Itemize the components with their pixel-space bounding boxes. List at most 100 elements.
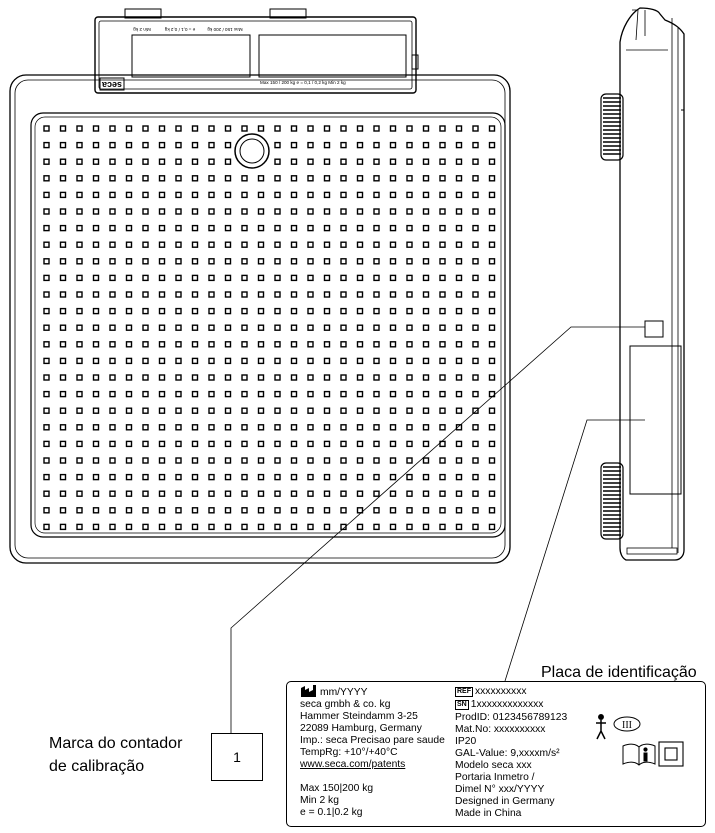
grip-square xyxy=(257,424,265,431)
grip-square xyxy=(224,390,232,398)
grip-square xyxy=(340,258,347,265)
applied-part-icon xyxy=(596,714,606,740)
grip-square xyxy=(274,341,281,348)
grip-square xyxy=(257,224,265,232)
grip-square xyxy=(356,374,364,381)
grip-square xyxy=(175,141,182,149)
grip-square xyxy=(175,258,182,265)
grip-square xyxy=(92,357,100,365)
grip-square xyxy=(43,490,50,497)
grip-square xyxy=(356,357,364,365)
grip-square xyxy=(208,125,215,132)
grip-square xyxy=(455,191,463,199)
grip-square xyxy=(422,407,430,414)
grip-square xyxy=(356,440,364,448)
grip-square xyxy=(142,457,149,464)
grip-square xyxy=(191,141,199,149)
grip-square xyxy=(488,357,496,365)
grip-square xyxy=(175,374,182,381)
grip-square xyxy=(43,440,50,448)
grip-square xyxy=(175,357,182,365)
grip-square xyxy=(455,125,463,132)
grip-square xyxy=(224,324,232,331)
grip-square xyxy=(191,274,199,282)
grip-square xyxy=(307,141,314,149)
grip-square xyxy=(274,324,281,331)
grip-square xyxy=(307,457,314,464)
grip-square xyxy=(109,440,116,448)
grip-square xyxy=(76,208,83,215)
grip-square xyxy=(340,241,347,248)
grip-square xyxy=(59,307,67,315)
grip-square xyxy=(472,324,479,331)
grip-square xyxy=(224,175,232,182)
plate-date: mm/YYYY xyxy=(320,687,368,698)
grip-square xyxy=(373,291,380,298)
grip-square xyxy=(257,440,265,448)
grip-square xyxy=(109,390,116,398)
grip-square xyxy=(125,507,133,514)
grip-square xyxy=(142,523,149,531)
grip-square xyxy=(307,490,314,497)
grip-square xyxy=(406,374,413,381)
grip-square xyxy=(422,125,430,132)
grip-square xyxy=(406,291,413,298)
grip-square xyxy=(455,258,463,265)
grip-square xyxy=(59,440,67,448)
grip-square xyxy=(43,175,50,182)
grip-square xyxy=(142,191,149,199)
grip-square xyxy=(290,407,298,414)
grip-square xyxy=(488,307,496,315)
grip-square xyxy=(340,357,347,365)
grip-square xyxy=(142,258,149,265)
grip-square xyxy=(59,258,67,265)
grip-square xyxy=(422,473,430,481)
grip-square xyxy=(191,191,199,199)
grip-square xyxy=(59,191,67,199)
grip-square xyxy=(191,258,199,265)
grip-square xyxy=(109,224,116,232)
grip-square xyxy=(125,357,133,365)
grip-square xyxy=(257,324,265,331)
grip-square xyxy=(224,407,232,414)
grip-square xyxy=(175,307,182,315)
grip-square xyxy=(455,390,463,398)
grip-square xyxy=(92,341,100,348)
grip-square xyxy=(76,490,83,497)
grip-square xyxy=(373,141,380,149)
grip-square xyxy=(290,258,298,265)
plate-spec-line: e = 0.1|0.2 kg xyxy=(300,807,363,818)
grip-square xyxy=(406,457,413,464)
plate-spec-line: Max 150|200 kg xyxy=(300,783,374,794)
grip-square xyxy=(406,390,413,398)
grip-square xyxy=(340,424,347,431)
grip-square xyxy=(241,224,248,232)
grip-square xyxy=(422,374,430,381)
grip-square xyxy=(125,440,133,448)
grip-square xyxy=(175,341,182,348)
grip-square xyxy=(439,341,446,348)
grip-square xyxy=(373,224,380,232)
grip-square xyxy=(340,125,347,132)
grip-square xyxy=(356,191,364,199)
grip-square xyxy=(142,341,149,348)
callout-number: 1 xyxy=(233,749,241,765)
plate-patents-link[interactable]: www.seca.com/patents xyxy=(300,759,406,770)
grip-square xyxy=(455,208,463,215)
grip-square xyxy=(142,125,149,132)
grip-square xyxy=(290,241,298,248)
grip-square xyxy=(406,307,413,315)
grip-square xyxy=(389,341,397,348)
grip-square xyxy=(175,424,182,431)
grip-square xyxy=(208,307,215,315)
grip-square xyxy=(340,224,347,232)
grip-square xyxy=(274,258,281,265)
grip-square xyxy=(406,424,413,431)
grip-square xyxy=(109,125,116,132)
grip-square xyxy=(109,490,116,497)
grip-square xyxy=(389,258,397,265)
grip-square xyxy=(125,258,133,265)
grip-square xyxy=(224,307,232,315)
grip-square xyxy=(340,141,347,149)
